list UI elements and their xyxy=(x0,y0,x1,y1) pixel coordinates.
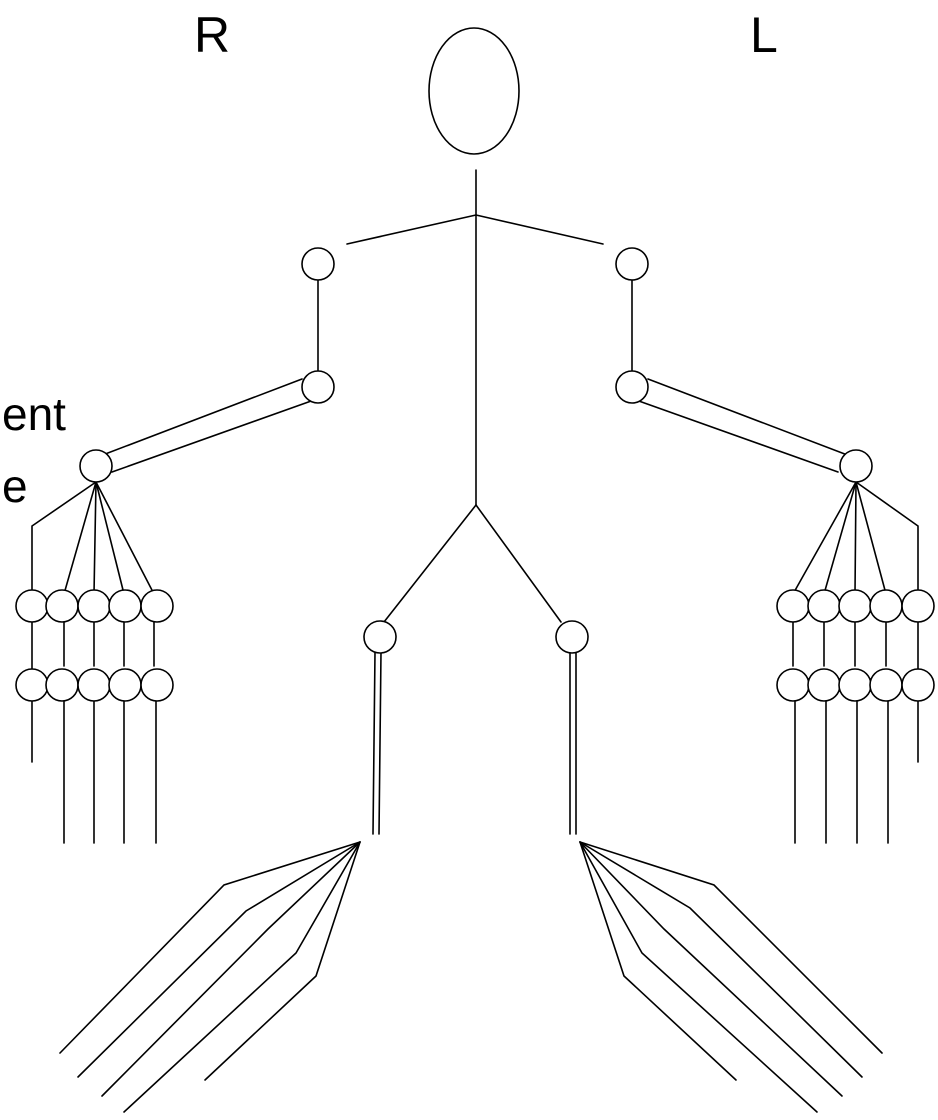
left-finger-joint xyxy=(901,668,935,702)
left-hand xyxy=(792,481,919,844)
left-shoulder-joint xyxy=(615,247,649,281)
right-shoulder-line xyxy=(346,214,477,245)
left-knee-joint xyxy=(555,620,589,654)
right-shin-bone-2 xyxy=(378,651,382,835)
left-forearm-bone-2 xyxy=(635,399,839,473)
left-finger-joint xyxy=(838,589,872,623)
left-forearm-bone-1 xyxy=(647,378,851,457)
right-finger-joint xyxy=(140,589,174,623)
right-elbow-joint xyxy=(301,370,335,404)
right-forearm-bone-1 xyxy=(99,378,303,457)
right-shin-bone-1 xyxy=(372,651,376,835)
left-finger-joint xyxy=(776,589,810,623)
partial-label-line-1: ent xyxy=(2,388,66,440)
right-thigh xyxy=(383,504,477,623)
left-foot xyxy=(579,841,883,1113)
right-finger-joint xyxy=(77,589,111,623)
left-finger-joint xyxy=(869,668,903,702)
joints xyxy=(15,247,935,702)
right-finger-joint xyxy=(15,668,49,702)
right-finger-joint xyxy=(45,668,79,702)
head xyxy=(428,27,520,155)
right-forearm-bone-2 xyxy=(111,399,315,473)
left-finger-joint xyxy=(807,589,841,623)
right-finger-joint xyxy=(108,668,142,702)
left-finger-joint xyxy=(807,668,841,702)
right-finger-joint xyxy=(108,589,142,623)
left-wrist-joint xyxy=(839,449,873,483)
right-finger-joint xyxy=(140,668,174,702)
left-finger-joint xyxy=(901,589,935,623)
left-thigh xyxy=(475,504,562,623)
left-finger-joint xyxy=(838,668,872,702)
right-finger-joint xyxy=(77,668,111,702)
right-hand xyxy=(31,481,157,844)
right-side-label: R xyxy=(194,7,230,63)
left-finger-joint xyxy=(776,668,810,702)
left-side-label: L xyxy=(750,7,778,63)
right-foot xyxy=(59,841,361,1113)
partial-label-line-2: e xyxy=(2,460,28,512)
left-finger-joint xyxy=(869,589,903,623)
right-finger-joint xyxy=(15,589,49,623)
left-shoulder-line xyxy=(475,214,604,245)
right-finger-joint xyxy=(45,589,79,623)
right-shoulder-joint xyxy=(301,247,335,281)
right-knee-joint xyxy=(363,620,397,654)
right-wrist-joint xyxy=(79,449,113,483)
left-elbow-joint xyxy=(615,370,649,404)
